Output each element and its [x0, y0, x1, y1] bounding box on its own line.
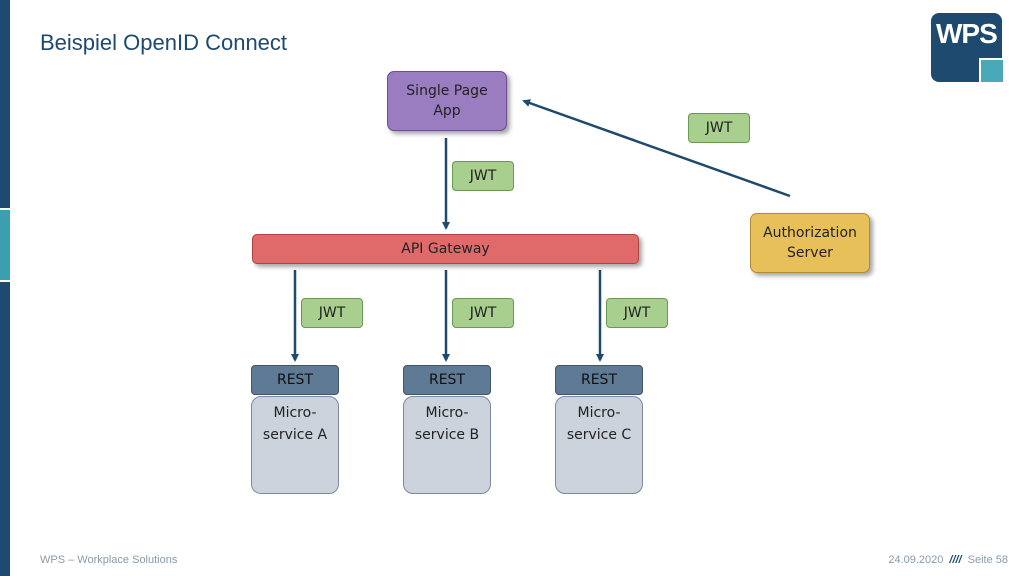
rest-interface-a: REST [251, 365, 339, 395]
left-brand-bar-accent [0, 208, 10, 282]
rest-interface-b: REST [403, 365, 491, 395]
footer-date: 24.09.2020 [888, 554, 944, 566]
footer-separator: //// [949, 554, 962, 566]
wps-logo: WPS [931, 13, 1005, 84]
api-gateway-node: API Gateway [252, 234, 639, 264]
jwt-token-gateway-to-c: JWT [606, 298, 668, 328]
arrow-auth-to-spa [522, 99, 791, 198]
jwt-token-spa-to-gateway: JWT [452, 161, 514, 191]
single-page-app-node: Single Page App [387, 71, 507, 131]
microservice-a-line1: Micro- [273, 405, 317, 421]
microservice-c-line2: service C [566, 427, 632, 443]
microservice-a-node: Micro- service A [251, 396, 339, 494]
auth-label-line2: Server [787, 245, 833, 261]
jwt-token-gateway-to-a: JWT [301, 298, 363, 328]
jwt-token-auth-to-spa: JWT [688, 113, 750, 143]
footer-info: 24.09.2020 //// Seite 58 [888, 554, 1008, 566]
jwt-token-gateway-to-b: JWT [452, 298, 514, 328]
footer-company: WPS – Workplace Solutions [40, 554, 178, 566]
api-gateway-label: API Gateway [401, 241, 490, 257]
microservice-b-node: Micro- service B [403, 396, 491, 494]
microservice-c-line1: Micro- [577, 405, 621, 421]
rest-interface-c: REST [555, 365, 643, 395]
microservice-b-line1: Micro- [425, 405, 469, 421]
footer-page-number: Seite 58 [967, 554, 1008, 566]
authorization-server-node: Authorization Server [750, 213, 870, 273]
logo-square [979, 58, 1005, 84]
left-brand-bar [0, 0, 10, 576]
slide-title: Beispiel OpenID Connect [40, 30, 288, 55]
microservice-b-line2: service B [414, 427, 480, 443]
logo-text: WPS [936, 18, 998, 49]
auth-label-line1: Authorization [763, 225, 857, 241]
microservice-c-node: Micro- service C [555, 396, 643, 494]
spa-label-line1: Single Page [406, 83, 488, 99]
spa-label-line2: App [433, 103, 461, 119]
microservice-a-line2: service A [262, 427, 328, 443]
